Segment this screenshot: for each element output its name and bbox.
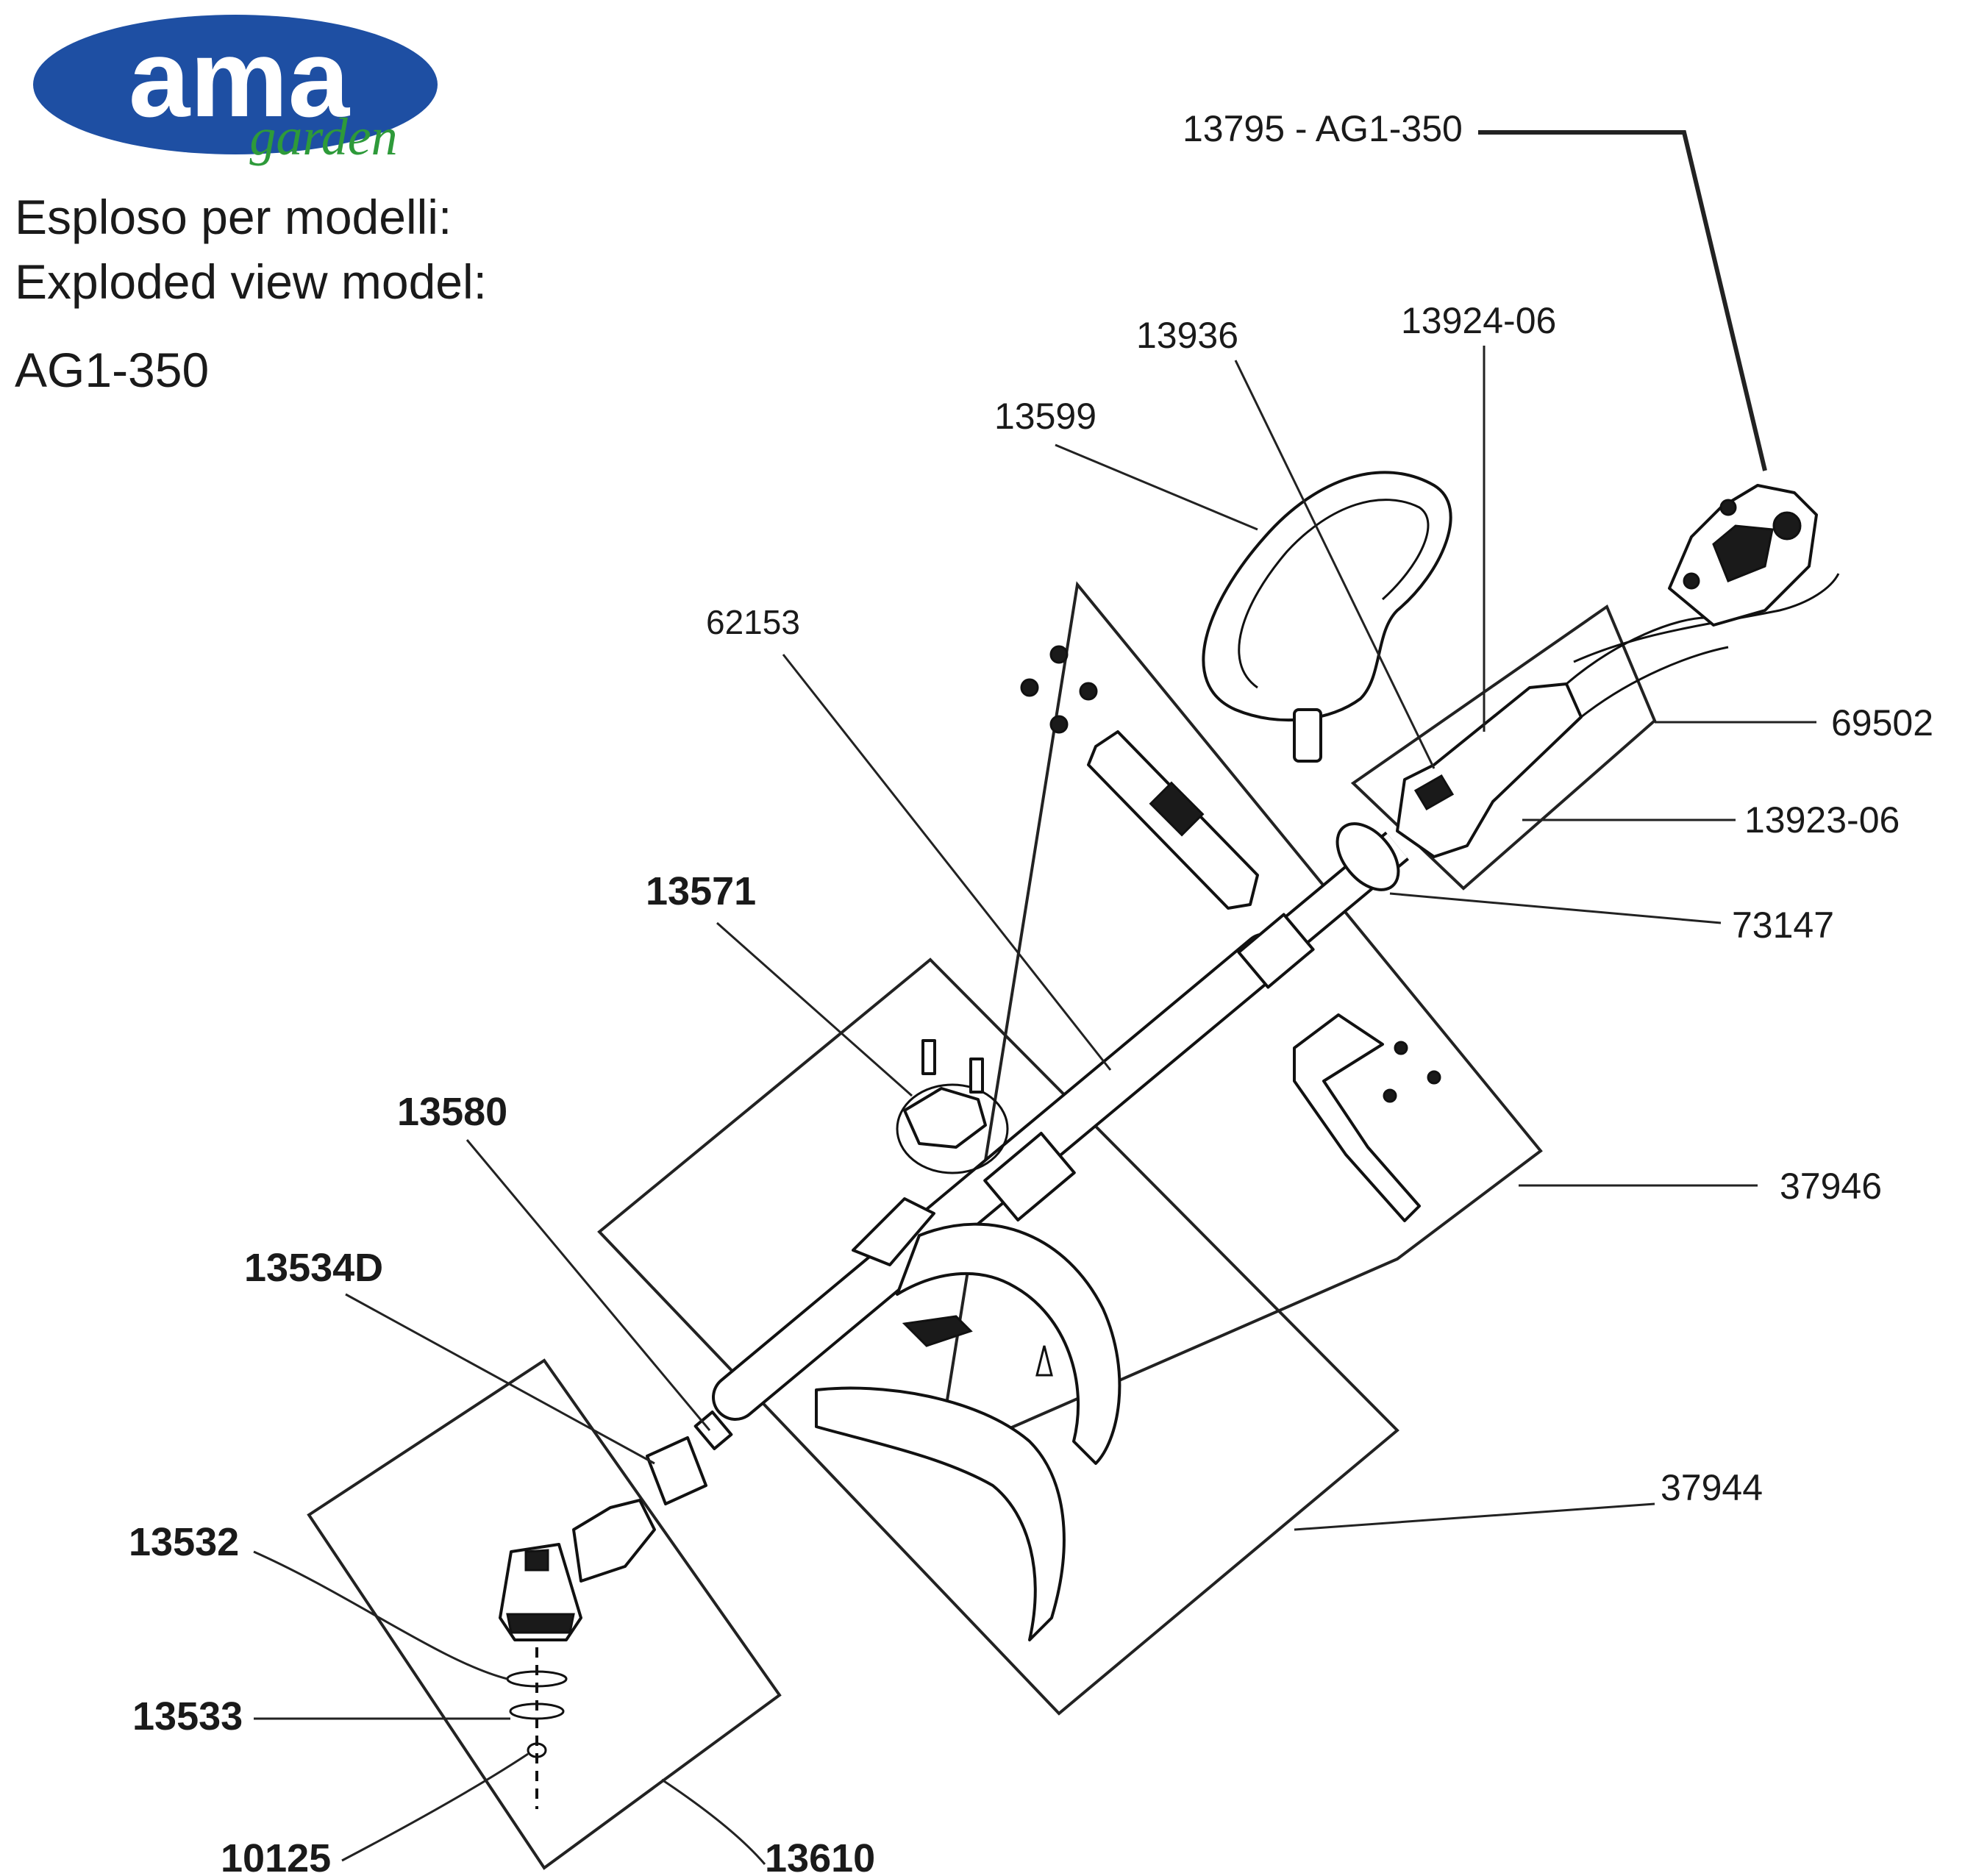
label-13924: 13924-06	[1401, 300, 1556, 341]
header-line-it: Esploso per modelli:	[15, 190, 452, 244]
leader-13599	[1055, 443, 1258, 531]
label-13533: 13533	[132, 1694, 243, 1738]
engine-13795	[1668, 484, 1818, 627]
shaft-end-13580	[693, 1410, 733, 1450]
strap-13599	[1202, 471, 1452, 722]
handle-bar	[1020, 645, 1259, 910]
box-37944	[597, 957, 1399, 1716]
label-69502: 69502	[1831, 702, 1933, 743]
label-62153: 62153	[706, 603, 800, 641]
label-13795: 13795 - AG1-350	[1183, 108, 1463, 149]
label-13534D: 13534D	[244, 1246, 383, 1290]
logo-subtext: garden	[249, 107, 397, 166]
label-37946: 37946	[1780, 1166, 1882, 1207]
label-10125: 10125	[221, 1836, 331, 1876]
label-13936: 13936	[1136, 315, 1238, 356]
collar-73147	[1335, 822, 1400, 891]
strap-hook	[1293, 708, 1322, 763]
header-model: AG1-350	[15, 343, 210, 397]
label-37944: 37944	[1661, 1467, 1763, 1508]
strap-13599-inner	[1238, 499, 1430, 689]
label-13610: 13610	[765, 1836, 875, 1876]
logo-ellipse	[33, 15, 438, 154]
box-37946	[935, 581, 1543, 1463]
handle-clamp	[1293, 1013, 1441, 1222]
leader-13534D	[345, 1293, 655, 1465]
label-73147: 73147	[1732, 905, 1834, 946]
leader-73147	[1389, 892, 1722, 924]
guard-37944	[815, 1197, 1121, 1641]
leader-13580	[466, 1139, 711, 1431]
leader-62153	[782, 654, 1112, 1071]
leader-13936	[1234, 360, 1436, 769]
label-13923: 13923-06	[1744, 799, 1900, 841]
label-13580: 13580	[397, 1090, 507, 1134]
ama-garden-logo: ama garden	[33, 15, 438, 166]
label-13532: 13532	[129, 1520, 239, 1564]
ring-13571	[896, 1083, 1009, 1174]
leader-10125	[341, 1752, 529, 1862]
screw-13571-b	[969, 1058, 984, 1094]
leader-37944	[1294, 1502, 1655, 1531]
leader-13610	[661, 1778, 766, 1865]
coupling-13534D	[646, 1436, 707, 1505]
gear-head-13610	[499, 1499, 656, 1641]
label-13571: 13571	[646, 869, 756, 913]
leader-13795	[1478, 130, 1767, 471]
logo-text: ama	[129, 16, 351, 140]
screw-13571-a	[921, 1039, 936, 1075]
header-line-en: Exploded view model:	[15, 254, 488, 309]
box-13610	[307, 1358, 782, 1870]
leader-13532	[253, 1550, 508, 1680]
clamp-13571	[903, 1087, 987, 1149]
leader-13571	[716, 921, 913, 1097]
label-13599: 13599	[994, 396, 1096, 437]
leader-lines	[253, 130, 1816, 1865]
